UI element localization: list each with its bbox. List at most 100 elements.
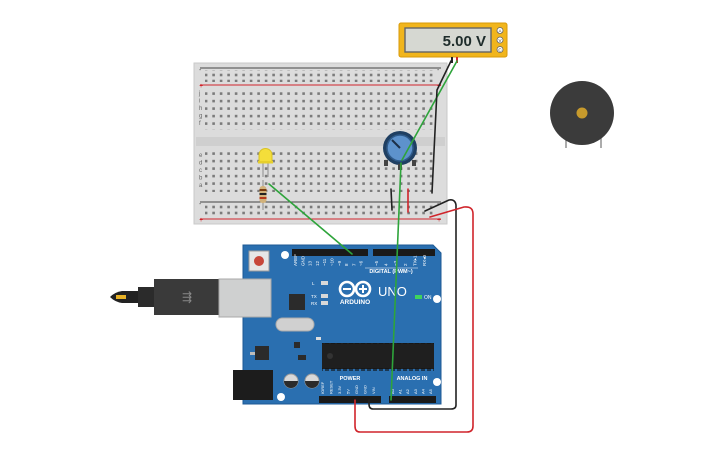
digital-pin-label-8: 7 <box>351 263 356 266</box>
digital-pin-label-13: 2 <box>403 263 408 266</box>
row-letter-c: c <box>199 168 202 174</box>
rail-plus-label-bottom: + <box>199 217 203 224</box>
row-letter-d: d <box>199 161 202 167</box>
power-pin-label-1: RESET <box>329 380 334 394</box>
row-letter-j: j <box>198 91 200 97</box>
power-header[interactable] <box>319 396 381 403</box>
digital-pin-label-3: 12 <box>315 260 320 266</box>
digital-label: DIGITAL (PWM~) <box>369 269 413 275</box>
mount-hole <box>281 251 289 259</box>
wire-resistor-to-pin9[interactable] <box>268 183 353 255</box>
digital-pin-label-6: ~9 <box>337 260 342 266</box>
power-pin-label-6: VIN <box>371 387 376 394</box>
digital-header-right[interactable] <box>373 249 435 256</box>
digital-pin-label-9: ~6 <box>359 260 364 266</box>
multimeter-display <box>404 27 492 53</box>
multimeter-terminal-v[interactable]: V <box>496 36 504 44</box>
digital-pin-label-12: ~3 <box>393 260 398 266</box>
digital-pin-label-1: GND <box>300 255 305 266</box>
digital-pin-label-10: ~5 <box>374 260 379 266</box>
analog-header[interactable] <box>389 396 436 403</box>
rail-plus-label-bottom-right: + <box>437 217 441 224</box>
voltage-regulator <box>255 346 269 360</box>
row-letter-e: e <box>199 153 203 159</box>
led-bulb[interactable] <box>258 148 273 163</box>
analog-pin-label-3: A3 <box>413 388 418 394</box>
wires[interactable] <box>268 60 474 433</box>
power-jack <box>233 370 273 400</box>
analog-pin-label-2: A2 <box>405 388 410 394</box>
digital-pin-label-5: ~10 <box>330 258 335 266</box>
power-pin-label-4: GND <box>354 385 359 394</box>
top-power-rail[interactable] <box>205 70 437 82</box>
digital-pin-label-14: TX▸1 <box>412 255 417 266</box>
piezo-buzzer[interactable] <box>550 81 614 148</box>
power-label: POWER <box>340 376 361 382</box>
rail-minus-label-bottom: - <box>199 201 202 208</box>
digital-pin-label-15: RX◂0 <box>422 254 427 266</box>
crystal-oscillator <box>275 317 315 332</box>
wire-ground-rail-to-gnd[interactable] <box>368 199 457 410</box>
buzzer-center <box>576 107 588 119</box>
arduino-model-text: UNO <box>378 284 407 299</box>
power-pin-label-0: IOREF <box>320 381 325 394</box>
digital-pin-label-2: 13 <box>308 260 313 266</box>
multimeter-reading: 5.00 V <box>443 33 486 50</box>
mount-hole <box>433 378 441 386</box>
row-letter-h: h <box>199 106 202 112</box>
wire-multimeter-ground[interactable] <box>431 60 452 194</box>
power-pin-label-3: 5V <box>346 389 351 394</box>
mount-hole <box>277 393 285 401</box>
power-pin-label-2: 3.3V <box>337 385 342 394</box>
led[interactable] <box>258 148 273 177</box>
arduino-brand-text: ARDUINO <box>340 299 370 306</box>
wire-power-rail-to-5v[interactable] <box>354 206 474 433</box>
wire-pot-ground-jumper[interactable] <box>390 188 393 211</box>
multimeter-terminal-c[interactable]: C <box>496 46 504 53</box>
usb-cable[interactable]: ⇶ <box>110 279 220 315</box>
potentiometer[interactable] <box>383 131 417 170</box>
analog-pin-label-0: A0 <box>390 388 395 394</box>
multimeter-terminal-a[interactable]: A <box>496 27 504 34</box>
digital-pin-label-0: AREF <box>293 254 298 266</box>
row-letter-b: b <box>199 176 203 182</box>
led-tx-indicator <box>321 294 328 298</box>
usb-interface-chip <box>289 294 305 310</box>
row-letter-g: g <box>199 114 202 120</box>
usb-port <box>218 278 272 318</box>
microcontroller-chip <box>322 343 434 369</box>
analog-pin-label-5: A5 <box>428 388 433 394</box>
digital-pin-label-11: 4 <box>384 263 389 266</box>
wire-pot-to-multimeter[interactable] <box>401 60 458 161</box>
led-l-label: L <box>312 281 315 286</box>
row-letter-f: f <box>199 121 201 127</box>
rail-minus-label-top-right: - <box>437 67 440 74</box>
multimeter[interactable]: 5.00 V A V C <box>398 22 508 63</box>
bottom-power-rail[interactable] <box>205 204 437 216</box>
analog-in-label: ANALOG IN <box>397 376 428 382</box>
breadboard-top-terminal-strip[interactable] <box>205 90 437 130</box>
analog-pin-label-4: A4 <box>420 388 425 394</box>
led-rx-label: RX <box>311 301 317 306</box>
power-pin-label-5: GND <box>363 385 368 394</box>
wire-pot-to-a0[interactable] <box>390 162 402 401</box>
led-l-indicator <box>321 281 328 285</box>
row-letter-i: i <box>199 99 200 105</box>
terminal-c-label: C <box>498 48 502 53</box>
resistor[interactable] <box>259 180 267 210</box>
led-rx-indicator <box>321 301 328 305</box>
digital-header-left[interactable] <box>292 249 368 256</box>
breadboard-center-channel <box>196 137 445 146</box>
terminal-v-label: V <box>498 38 501 43</box>
terminal-a-label: A <box>498 29 501 34</box>
led-tx-label: TX <box>311 294 317 299</box>
analog-pin-label-1: A1 <box>398 388 403 394</box>
arduino-logo <box>338 280 372 298</box>
rail-plus-label-top: + <box>199 83 203 90</box>
